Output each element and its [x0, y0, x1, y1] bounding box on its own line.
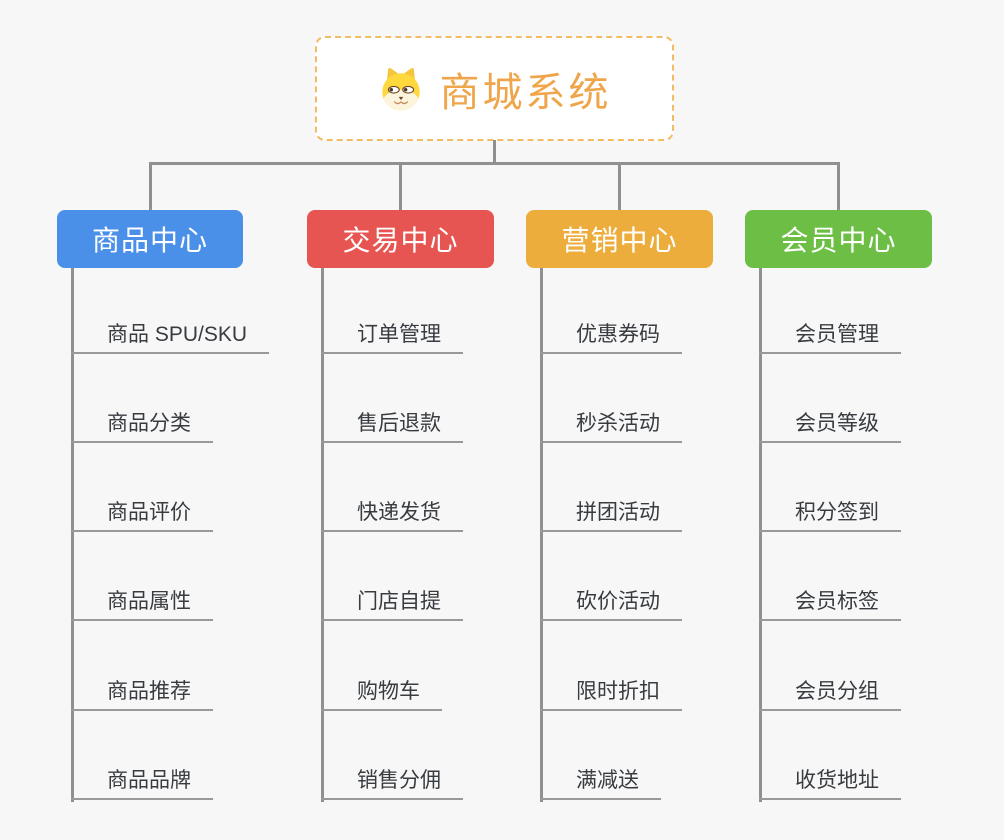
dog-icon: [381, 67, 420, 111]
root-node[interactable]: 商城系统: [315, 36, 674, 141]
branch-trunk-line: [759, 268, 762, 802]
leaf-node[interactable]: 门店自提: [321, 581, 463, 621]
connector-root-stub: [493, 140, 496, 163]
leaf-node[interactable]: 商品品牌: [71, 760, 213, 800]
leaf-node[interactable]: 商品分类: [71, 403, 213, 443]
leaf-node[interactable]: 商品推荐: [71, 671, 213, 711]
leaf-node[interactable]: 限时折扣: [540, 671, 682, 711]
leaf-node[interactable]: 秒杀活动: [540, 403, 682, 443]
branch-trunk-line: [540, 268, 543, 802]
leaf-node[interactable]: 会员等级: [759, 403, 901, 443]
connector-bus-line: [149, 162, 840, 165]
leaf-node[interactable]: 会员分组: [759, 671, 901, 711]
leaf-node[interactable]: 会员标签: [759, 581, 901, 621]
leaf-node[interactable]: 砍价活动: [540, 581, 682, 621]
leaf-node[interactable]: 售后退款: [321, 403, 463, 443]
leaf-node[interactable]: 商品属性: [71, 581, 213, 621]
leaf-node[interactable]: 会员管理: [759, 314, 901, 354]
connector-drop-line: [399, 164, 402, 210]
connector-drop-line: [837, 164, 840, 210]
leaf-node[interactable]: 优惠券码: [540, 314, 682, 354]
branch-node-marketing-center[interactable]: 营销中心: [526, 210, 713, 268]
leaf-node[interactable]: 积分签到: [759, 492, 901, 532]
root-title: 商城系统: [439, 70, 612, 115]
leaf-node[interactable]: 销售分佣: [321, 760, 463, 800]
leaf-node[interactable]: 收货地址: [759, 760, 901, 800]
leaf-node[interactable]: 购物车: [321, 671, 442, 711]
connector-drop-line: [149, 164, 152, 210]
leaf-node[interactable]: 拼团活动: [540, 492, 682, 532]
leaf-node[interactable]: 商品 SPU/SKU: [71, 314, 270, 354]
leaf-node[interactable]: 快递发货: [321, 492, 463, 532]
branch-node-member-center[interactable]: 会员中心: [745, 210, 932, 268]
leaf-node[interactable]: 订单管理: [321, 314, 463, 354]
branch-trunk-line: [321, 268, 324, 802]
leaf-node[interactable]: 满减送: [540, 760, 661, 800]
branch-node-trade-center[interactable]: 交易中心: [307, 210, 494, 268]
connector-drop-line: [618, 164, 621, 210]
branch-node-product-center[interactable]: 商品中心: [57, 210, 243, 268]
branch-trunk-line: [71, 268, 74, 802]
leaf-node[interactable]: 商品评价: [71, 492, 213, 532]
